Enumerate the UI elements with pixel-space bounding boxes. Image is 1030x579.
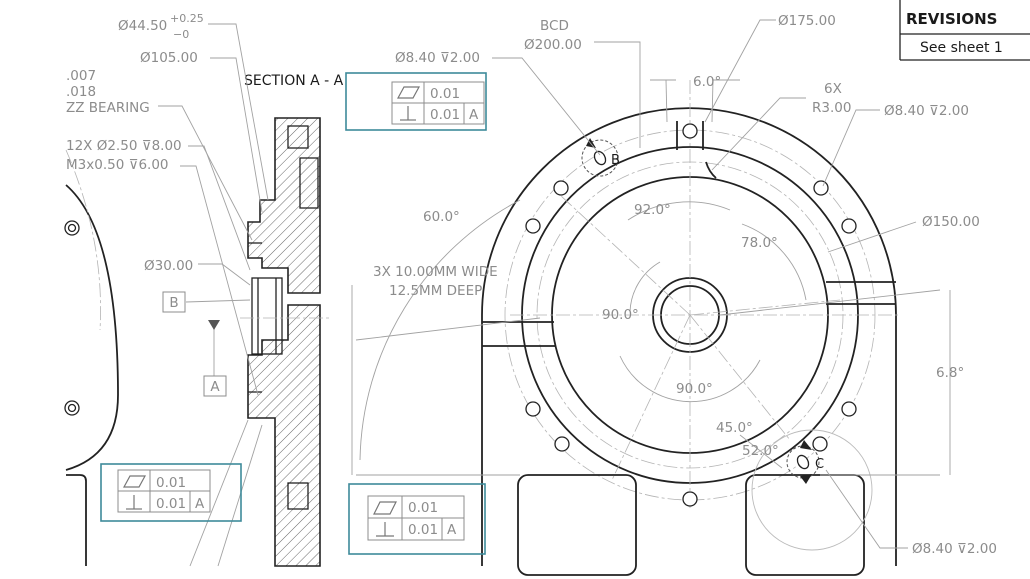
diameter-175-label: Ø175.00 [778, 13, 836, 29]
angle-90-bottom-label: 90.0° [676, 381, 713, 397]
angle-78-label: 78.0° [741, 235, 778, 251]
angle-45-label: 45.0° [716, 420, 753, 436]
datum-b-symbol: B [162, 291, 186, 313]
svg-text:B: B [169, 295, 178, 311]
revisions-block: REVISIONS See sheet 1 [899, 0, 1030, 61]
front-dimension-lines [351, 19, 951, 549]
detail-c-label: C [815, 457, 824, 472]
datum-a-symbol: A [203, 375, 227, 397]
svg-text:A: A [210, 379, 220, 395]
angle-92-label: 92.0° [634, 202, 671, 218]
revisions-title: REVISIONS [906, 10, 997, 28]
diameter-44-label: Ø44.50 [118, 18, 167, 34]
diameter-8-40-right-label: Ø8.40 ⊽2.00 [884, 103, 969, 119]
tolerance-007: .007 [66, 68, 96, 84]
front-annotations: BCD Ø200.00 Ø175.00 Ø8.40 ⊽2.00 6.0° 6X … [373, 13, 997, 557]
left-partial-view [64, 149, 119, 566]
tolerance-018: .018 [66, 84, 96, 100]
datum-ref: A [469, 107, 479, 123]
left-annotations: Ø44.50 +0.25 −0 Ø105.00 .007 .018 ZZ BEA… [66, 12, 204, 274]
radius-3-label: R3.00 [812, 100, 851, 116]
fcf-left: 0.01 0.01 A [100, 463, 242, 522]
angle-90-left-label: 90.0° [602, 307, 639, 323]
tolerance-plus: +0.25 [170, 12, 204, 25]
left-leaders [158, 23, 269, 567]
detail-b-label: B [611, 153, 620, 168]
flatness-value: 0.01 [408, 500, 438, 516]
dimension-6-8-label: 6.8° [936, 365, 964, 381]
datum-ref: A [195, 496, 205, 512]
angle-6-label: 6.0° [693, 74, 721, 90]
section-label: SECTION A - A [244, 73, 344, 89]
holes-12x-label: 12X Ø2.50 ⊽8.00 [66, 138, 182, 154]
slots-depth-label: 12.5MM DEEP [389, 283, 482, 299]
perpendicularity-value: 0.01 [156, 496, 186, 512]
diameter-150-label: Ø150.00 [922, 214, 980, 230]
flatness-value: 0.01 [430, 86, 460, 102]
slots-width-label: 3X 10.00MM WIDE [373, 264, 498, 280]
fcf-top: 0.01 0.01 A [345, 72, 487, 131]
flatness-value: 0.01 [156, 475, 186, 491]
diameter-200-label: Ø200.00 [524, 37, 582, 53]
angle-60-label: 60.0° [423, 209, 460, 225]
angle-52-label: 52.0° [742, 443, 779, 459]
diameter-105-label: Ø105.00 [140, 50, 198, 66]
tolerance-minus: −0 [173, 28, 189, 41]
bearing-label: ZZ BEARING [66, 100, 150, 116]
diameter-8-40-bottom-label: Ø8.40 ⊽2.00 [912, 541, 997, 557]
diameter-8-40-top-label: Ø8.40 ⊽2.00 [395, 50, 480, 66]
diameter-30-label: Ø30.00 [144, 258, 193, 274]
front-view [481, 80, 900, 576]
fcf-bottom: 0.01 0.01 A [348, 483, 486, 555]
count-6x-label: 6X [824, 81, 842, 97]
datum-ref: A [447, 522, 457, 538]
section-view-a-a [240, 117, 330, 567]
perpendicularity-value: 0.01 [430, 107, 460, 123]
perpendicularity-value: 0.01 [408, 522, 438, 538]
thread-m3-label: M3x0.50 ⊽6.00 [66, 157, 169, 173]
bcd-label: BCD [540, 18, 569, 34]
revisions-note: See sheet 1 [920, 40, 1003, 56]
